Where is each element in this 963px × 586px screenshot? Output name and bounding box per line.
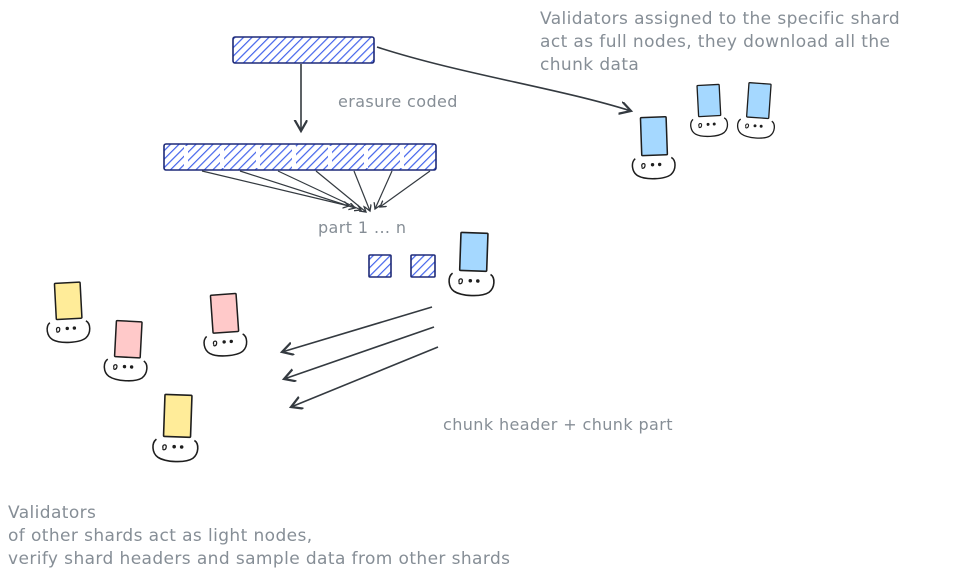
validator-icon: [690, 83, 729, 138]
full-nodes-arrow: [376, 46, 631, 111]
label-part-range: part 1 ... n: [318, 218, 407, 237]
validator-icon: [152, 393, 199, 463]
erasure-parts-box: [163, 143, 437, 171]
validator-icon: [46, 281, 91, 344]
validator-icon: [448, 231, 495, 297]
note-full-nodes: Validators assigned to the specific shar…: [540, 9, 901, 75]
sampling-arrows: [282, 306, 439, 407]
validator-icon: [103, 319, 148, 382]
validator-icon: [203, 292, 248, 357]
label-erasure-coded: erasure coded: [338, 92, 458, 111]
label-chunk-header: chunk header + chunk part: [443, 415, 673, 434]
note-light-nodes: Validators of other shards act as light …: [8, 503, 511, 569]
validator-icon: [736, 82, 775, 139]
part-square: [368, 254, 392, 278]
parts-fan: [201, 170, 431, 212]
chunk-box: [232, 36, 375, 64]
validator-icon: [631, 116, 676, 180]
part-square: [410, 254, 436, 278]
erasure-parts-dividers: [184, 146, 404, 168]
